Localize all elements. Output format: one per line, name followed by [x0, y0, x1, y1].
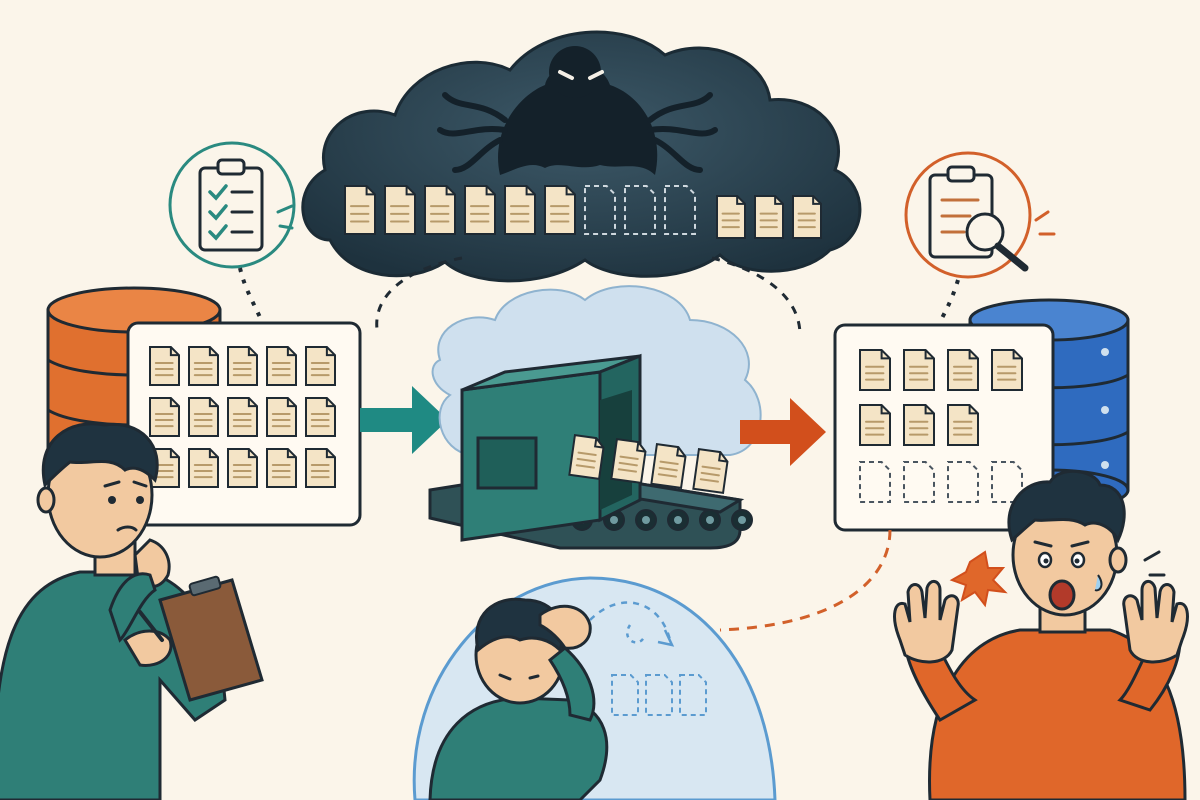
inspection-link: [938, 279, 960, 323]
alarm-burst-icon: [949, 550, 1008, 608]
document-icon: [266, 397, 297, 437]
document-icon: [344, 185, 376, 235]
clipboard-icon: [158, 575, 264, 702]
document-icon: [754, 195, 784, 239]
missing-document-icon: [645, 674, 673, 716]
document-icon: [903, 404, 935, 446]
missing-document-icon: [611, 674, 639, 716]
document-icon: [305, 346, 336, 386]
document-icon: [504, 185, 536, 235]
conveyor-documents: [568, 433, 729, 495]
document-icon: [610, 437, 647, 485]
small-cloud: [690, 384, 749, 410]
analyst-person: [0, 422, 264, 800]
stressed-person: [428, 597, 609, 800]
document-icon: [859, 349, 891, 391]
destination-document-grid: [859, 349, 1023, 503]
document-icon: [464, 185, 496, 235]
document-icon: [188, 397, 219, 437]
document-icon: [266, 448, 297, 488]
machine-housing: [460, 353, 642, 542]
clipboard-magnifier-icon: [928, 165, 1029, 272]
document-icon: [266, 346, 297, 386]
document-icon: [227, 397, 258, 437]
shadow-monster-icon: [437, 46, 718, 175]
inspection-badge: [904, 151, 1056, 279]
transfer-arrow-out: [740, 398, 826, 466]
document-icon: [568, 433, 605, 481]
document-icon: [227, 346, 258, 386]
missing-document-icon: [624, 185, 656, 235]
document-icon: [227, 448, 258, 488]
lost-documents: [611, 674, 707, 716]
missing-document-icon: [903, 461, 935, 503]
missing-document-icon: [584, 185, 616, 235]
missing-document-icon: [664, 185, 696, 235]
missing-document-icon: [679, 674, 707, 716]
document-icon: [149, 397, 180, 437]
document-icon: [305, 448, 336, 488]
document-icon: [792, 195, 822, 239]
document-icon: [692, 447, 729, 495]
document-icon: [991, 349, 1023, 391]
document-icon: [859, 404, 891, 446]
document-icon: [544, 185, 576, 235]
source-data-panel: [126, 321, 362, 527]
cloud-documents: [344, 185, 822, 239]
cloud-link-left: [375, 256, 463, 336]
conveyor-machine-icon: [428, 353, 753, 550]
checklist-badge: [168, 141, 296, 269]
storm-cloud: [301, 30, 862, 283]
transfer-arrow-in: [360, 386, 448, 454]
missing-document-icon: [859, 461, 891, 503]
document-icon: [947, 404, 979, 446]
lost-data-link: [719, 529, 892, 632]
missing-document-icon: [947, 461, 979, 503]
document-icon: [149, 346, 180, 386]
lost-records-bubble: [412, 576, 777, 800]
document-icon: [188, 448, 219, 488]
clipboard-checklist-icon: [198, 158, 264, 252]
document-icon: [424, 185, 456, 235]
shocked-person: [893, 469, 1189, 800]
document-icon: [384, 185, 416, 235]
checklist-link: [238, 267, 264, 323]
missing-document-icon: [991, 461, 1023, 503]
document-icon: [650, 442, 687, 490]
document-icon: [305, 397, 336, 437]
document-icon: [947, 349, 979, 391]
source-document-grid: [149, 346, 336, 488]
document-icon: [903, 349, 935, 391]
document-icon: [716, 195, 746, 239]
cloud-link-right: [711, 256, 802, 336]
document-icon: [188, 346, 219, 386]
destination-data-panel: [833, 323, 1055, 532]
